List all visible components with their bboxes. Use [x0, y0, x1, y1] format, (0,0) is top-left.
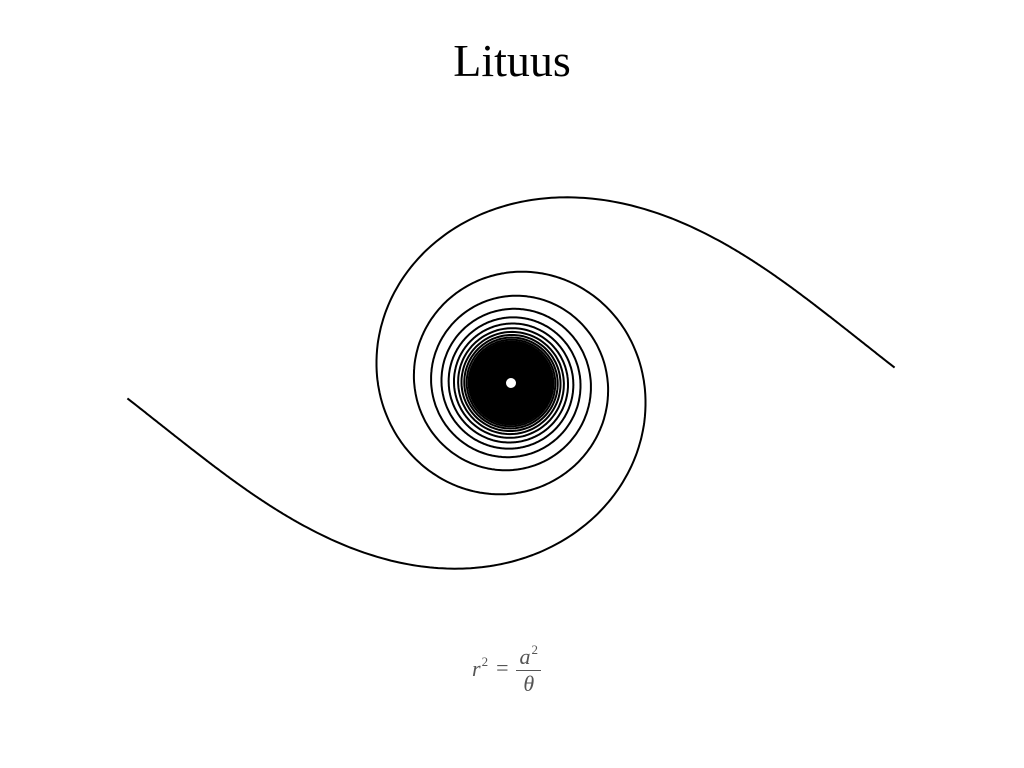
diagram-title: Lituus: [453, 35, 571, 86]
var-theta: θ: [523, 671, 535, 696]
center-dot: [506, 378, 516, 388]
denominator: θ: [523, 671, 534, 697]
var-r: r: [472, 655, 481, 681]
lituus-branch-negative: [375, 196, 896, 496]
equals-sign: =: [496, 654, 509, 680]
exp-a: 2: [531, 642, 538, 657]
equation: r2 = a2 θ: [472, 638, 541, 697]
equation-fraction: a2 θ: [516, 638, 541, 697]
lituus-branch-positive: [126, 270, 647, 570]
numerator: a2: [516, 638, 541, 671]
exp-r: 2: [481, 653, 489, 669]
equation-lhs: r2: [472, 654, 488, 682]
var-a: a: [519, 644, 531, 669]
